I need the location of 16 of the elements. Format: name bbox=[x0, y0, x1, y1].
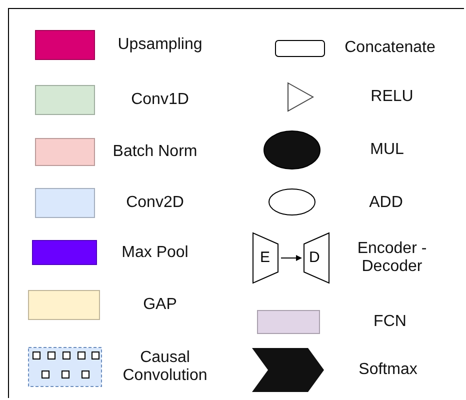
legend-label: Causal Convolution bbox=[122, 349, 208, 385]
legend-label: Conv1D bbox=[130, 91, 190, 109]
legend-label: Conv2D bbox=[125, 194, 185, 212]
legend-label: Batch Norm bbox=[112, 143, 198, 161]
legend-label: FCN bbox=[372, 313, 408, 331]
legend-label: Softmax bbox=[358, 361, 418, 379]
legend-label: Max Pool bbox=[120, 244, 190, 262]
legend-label: Concatenate bbox=[344, 39, 436, 57]
legend-label: MUL bbox=[369, 141, 405, 159]
legend-label: ADD bbox=[368, 194, 404, 212]
legend-label: GAP bbox=[142, 296, 178, 314]
icon-letter: D bbox=[309, 249, 320, 266]
legend-label: Encoder - Decoder bbox=[356, 240, 428, 276]
icon-letter: E bbox=[260, 249, 270, 266]
legend-label: Upsampling bbox=[116, 36, 204, 54]
legend-label: RELU bbox=[370, 88, 414, 106]
